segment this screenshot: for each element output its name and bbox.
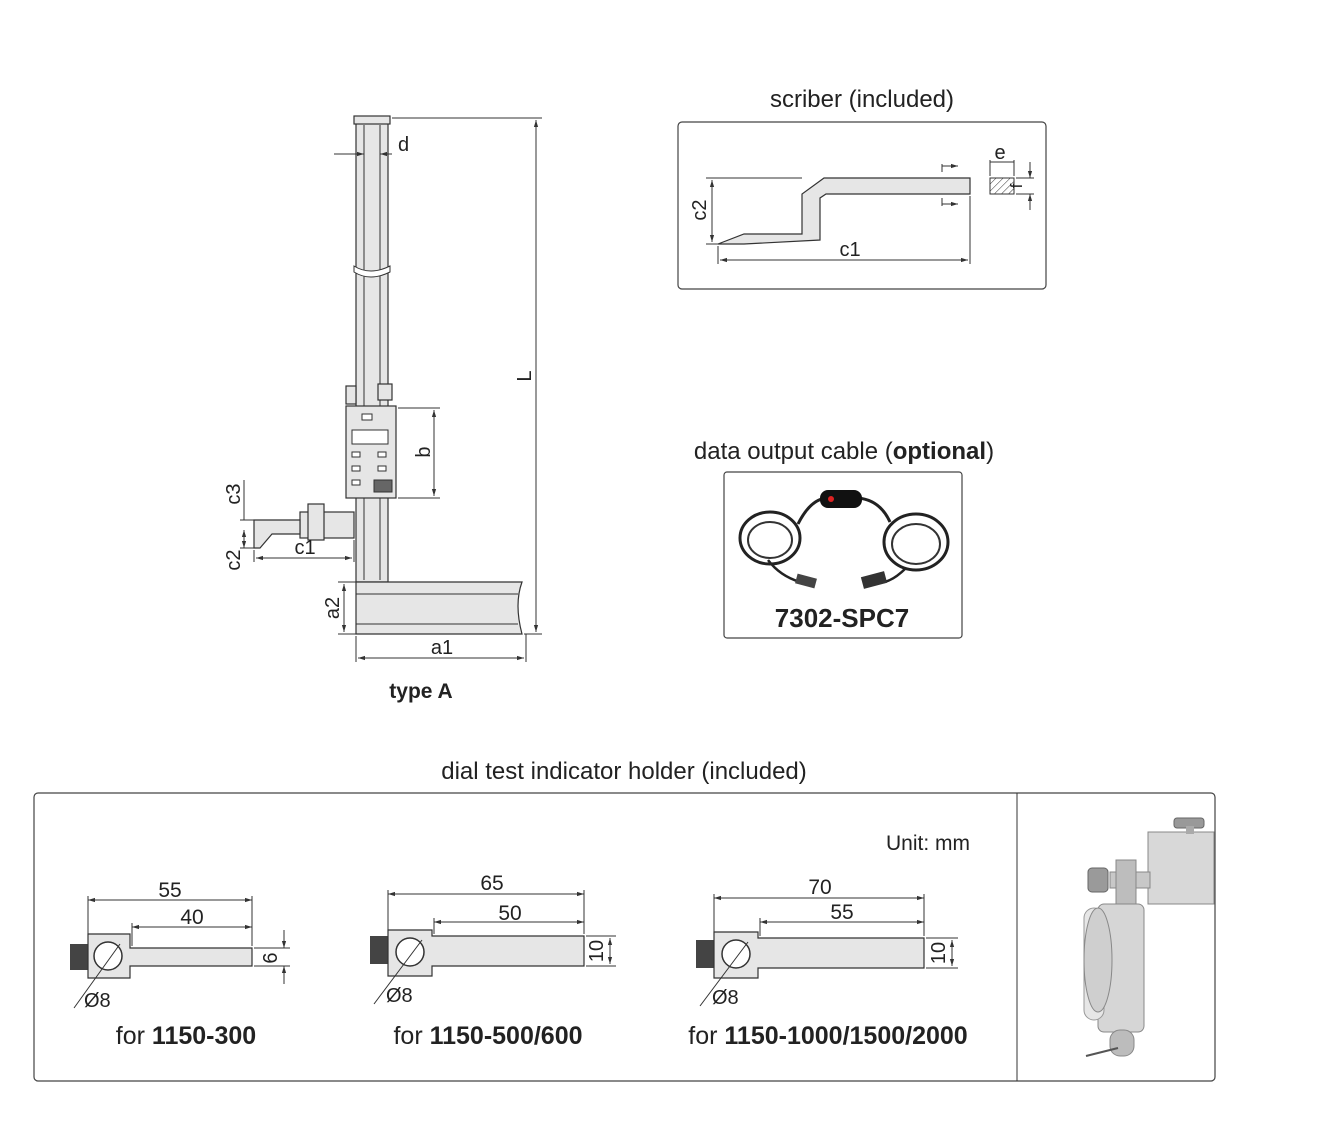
holder-2-outer: 65	[480, 872, 503, 895]
scriber-dim-c1: c1	[839, 239, 860, 261]
scriber-dim-f: f	[1007, 183, 1026, 188]
scriber-part	[717, 177, 971, 245]
holder-variant-2: 65 50 10 Ø8 for 1150-500/600	[370, 872, 616, 1050]
cable-title: data output cable (optional)	[694, 438, 994, 465]
holder-section: dial test indicator holder (included) Un…	[33, 758, 1216, 1082]
dim-label-b: b	[413, 446, 435, 457]
type-a-caption: type A	[389, 680, 452, 703]
holder-variant-3: 70 55 10 Ø8 for 1150-1000/1500/2000	[688, 876, 967, 1050]
dim-label-c2: c2	[223, 549, 245, 570]
gauge-base	[355, 581, 523, 635]
gauge-scriber	[253, 519, 301, 549]
holder-frame	[33, 792, 1216, 1082]
holder-1-hole: Ø8	[84, 990, 111, 1012]
holder-2-caption: for 1150-500/600	[393, 1022, 582, 1050]
gauge-column	[355, 117, 389, 583]
holder-variant-1: 55 40 6 Ø8 for 1150-300	[70, 879, 290, 1050]
holder-title: dial test indicator holder (included)	[441, 758, 807, 785]
holder-2-hole: Ø8	[386, 985, 413, 1007]
holder-1-outer: 55	[158, 879, 181, 902]
holder-3-inner: 55	[830, 901, 853, 924]
scriber-title: scriber (included)	[770, 86, 954, 113]
holder-1-inner: 40	[180, 906, 203, 929]
holder-photo	[1083, 817, 1215, 1057]
scriber-section-view	[989, 177, 1015, 195]
scriber-frame	[677, 121, 1047, 290]
cable-frame	[723, 471, 963, 639]
holder-3-height: 10	[928, 942, 950, 964]
dim-label-d: d	[398, 134, 409, 156]
holder-3-caption: for 1150-1000/1500/2000	[688, 1022, 967, 1050]
cable-model: 7302-SPC7	[775, 603, 909, 633]
unit-label: Unit: mm	[886, 832, 970, 855]
column-cap	[353, 115, 391, 125]
data-cable-image	[738, 490, 950, 589]
cable-section: data output cable (optional) 7302-SPC7	[694, 438, 994, 639]
scriber-section: scriber (included) c2 c1 e f	[677, 86, 1047, 290]
type-a-drawing: L d b c3 c2 c1 a2 a1 type A	[223, 115, 542, 703]
holder-3-outer: 70	[808, 876, 831, 899]
scriber-dim-e: e	[994, 142, 1005, 164]
holder-2-inner: 50	[498, 902, 521, 925]
dim-label-a2: a2	[322, 597, 344, 619]
scriber-dim-c2: c2	[689, 199, 711, 220]
dim-label-L: L	[514, 370, 536, 381]
holder-3-hole: Ø8	[712, 987, 739, 1009]
dim-label-c3: c3	[223, 483, 245, 504]
holder-1-height: 6	[260, 952, 282, 963]
dim-label-c1: c1	[294, 537, 315, 559]
holder-1-caption: for 1150-300	[116, 1022, 256, 1050]
holder-2-height: 10	[586, 940, 608, 962]
dim-label-a1: a1	[431, 637, 453, 659]
